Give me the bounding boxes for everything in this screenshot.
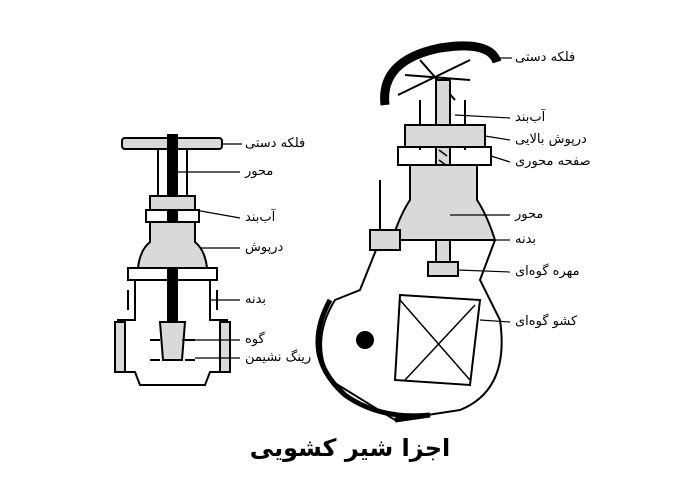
right-handwheel bbox=[380, 41, 502, 106]
right-valve bbox=[315, 41, 503, 423]
left-packing bbox=[149, 195, 196, 211]
right-bore bbox=[356, 331, 374, 349]
left-bonnet bbox=[136, 221, 209, 269]
left-label-body: بدنه bbox=[245, 292, 267, 307]
left-label-packing: آب‌بند bbox=[245, 210, 276, 225]
left-label-bonnet: درپوش bbox=[245, 240, 284, 255]
left-inlet-flange bbox=[114, 321, 126, 373]
right-label-stem-plate: صفحه محوری bbox=[515, 154, 591, 169]
right-label-stem: محور bbox=[515, 207, 544, 222]
diagram-title: اجزا شیر کشویی bbox=[249, 434, 451, 462]
right-wedge-nut bbox=[427, 261, 459, 277]
right-label-body: بدنه bbox=[515, 232, 537, 247]
left-wedge bbox=[158, 321, 187, 361]
right-label-packing: آب‌بند bbox=[515, 110, 546, 125]
right-leaders bbox=[450, 57, 512, 323]
left-label-seat-ring: رینگ نشیمن bbox=[245, 350, 312, 365]
right-label-handwheel: فلکه دستی bbox=[515, 50, 576, 65]
left-outlet-flange bbox=[219, 321, 231, 373]
left-label-handwheel: فلکه دستی bbox=[245, 136, 306, 151]
right-label-wedge-nut: مهره گوه‌ای bbox=[515, 264, 580, 279]
right-label-wedge-gate: کشو گوه‌ای bbox=[515, 314, 578, 329]
right-handwheel-spokes bbox=[397, 59, 471, 101]
left-body bbox=[117, 279, 228, 386]
left-yoke bbox=[157, 150, 188, 200]
left-label-stem: محور bbox=[245, 164, 274, 179]
left-valve bbox=[114, 134, 231, 386]
left-label-wedge: گوه bbox=[245, 332, 265, 347]
left-leaders bbox=[177, 143, 242, 359]
right-top-cover bbox=[404, 124, 486, 148]
right-bonnet bbox=[390, 164, 497, 241]
right-label-top-cover: درپوش بالایی bbox=[515, 132, 587, 147]
